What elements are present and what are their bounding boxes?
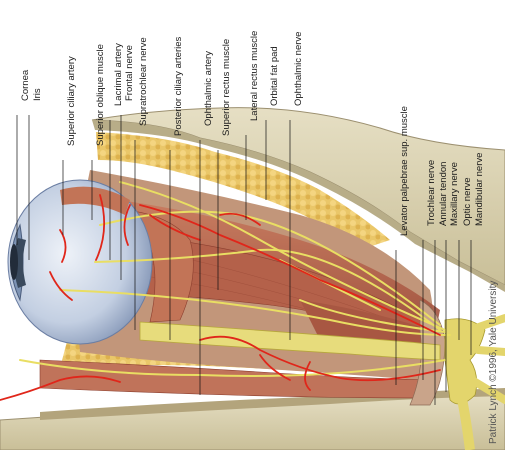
leader-lines xyxy=(16,115,472,405)
label-superior-oblique-muscle: Superior oblique muscle xyxy=(95,44,106,146)
label-trochlear-nerve: Trochlear nerve xyxy=(426,159,437,226)
label-optic-nerve: Optic nerve xyxy=(462,177,473,226)
label-lateral-rectus-muscle: Lateral rectus muscle xyxy=(249,30,260,121)
label-mandibular-nerve: Mandibular nerve xyxy=(474,152,485,226)
label-supratrochlear-nerve: Supratrochlear nerve xyxy=(138,37,149,126)
label-iris: Iris xyxy=(32,88,43,101)
label-ophthalmic-artery: Ophthalmic artery xyxy=(203,51,214,126)
label-levator-palpebrae: Levator palpebrae sup. muscle xyxy=(399,106,410,236)
artery-lines xyxy=(0,194,441,401)
label-superior-ciliary-artery: Superior ciliary artery xyxy=(66,56,77,146)
label-annular-tendon: Annular tendon xyxy=(438,161,449,226)
label-maxillary-nerve: Maxillary nerve xyxy=(449,162,460,226)
label-ophthalmic-nerve: Ophthalmic nerve xyxy=(293,31,304,106)
label-lacrimal-artery: Lacrimal artery xyxy=(113,43,124,106)
credit-text: Patrick Lynch ©1996, Yale University xyxy=(488,280,499,444)
label-superior-rectus-muscle: Superior rectus muscle xyxy=(221,38,232,136)
label-frontal-nerve: Frontal nerve xyxy=(124,45,135,101)
label-posterior-ciliary-arteries: Posterior ciliary arteries xyxy=(173,36,184,136)
label-orbital-fat-pad: Orbital fat pad xyxy=(269,46,280,106)
label-cornea: Cornea xyxy=(20,69,31,101)
